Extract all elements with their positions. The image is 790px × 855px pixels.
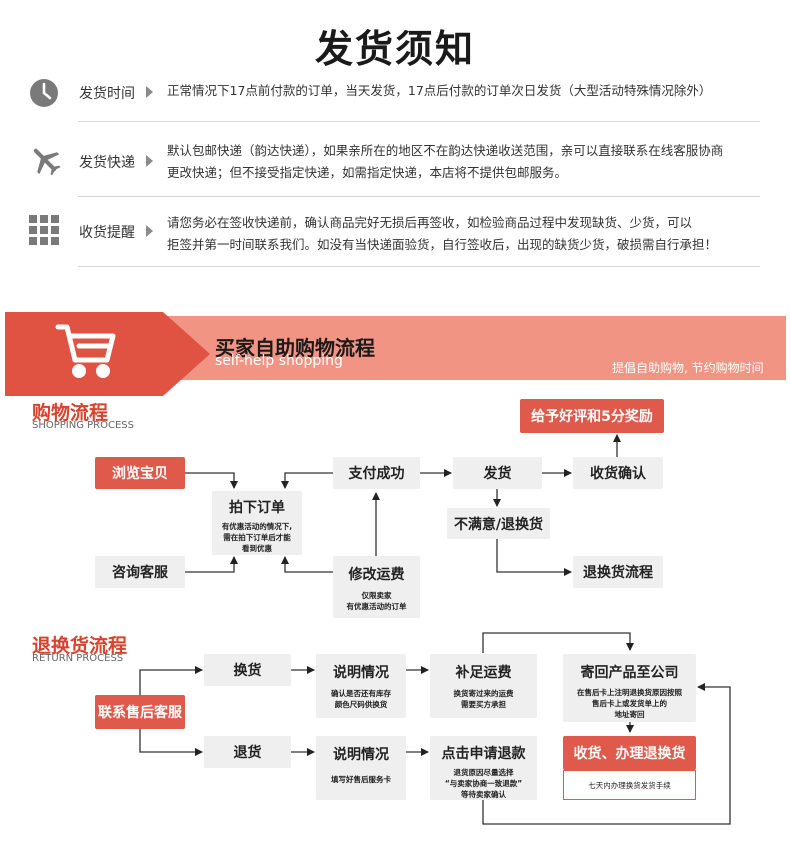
node-exchange: 换货 bbox=[204, 654, 291, 686]
node-send-back-note: 在售后卡上注明退换货原因按照 售后卡上或发货单上的 地址寄回 bbox=[577, 687, 682, 720]
node-modify-shipping-note: 仅限卖家 有优惠活动的订单 bbox=[347, 590, 407, 612]
page-title: 发货须知 bbox=[314, 27, 475, 71]
chevron-right-icon bbox=[146, 155, 153, 167]
node-explain-label: 说明情况 bbox=[333, 665, 389, 681]
node-place-order: 拍下订单 有优惠活动的情况下, 需在拍下订单后才能 看到优惠 bbox=[212, 491, 302, 555]
divider bbox=[78, 121, 760, 122]
node-explain-note: 填写好售后服务卡 bbox=[331, 774, 391, 785]
node-supplement-shipping: 补足运费 换货寄过来的运费 需要买方承担 bbox=[430, 654, 537, 718]
node-explain-refund: 说明情况 填写好售后服务卡 bbox=[316, 736, 406, 800]
row-label-courier: 发货快递 bbox=[79, 155, 135, 171]
node-explain-note: 确认是否还有库存 颜色尺码供换货 bbox=[331, 688, 391, 710]
note-line: 填写好售后服务卡 bbox=[331, 775, 391, 784]
clock-icon bbox=[29, 78, 59, 108]
node-explain-exchange: 说明情况 确认是否还有库存 颜色尺码供换货 bbox=[316, 654, 406, 718]
note-line: 有优惠活动的情况下, bbox=[221, 522, 293, 531]
node-supplement-note: 换货寄过来的运费 需要买方承担 bbox=[454, 688, 514, 710]
note-line: 七天内办理换货发货手续 bbox=[588, 780, 671, 790]
note-line: 换货寄过来的运费 bbox=[453, 689, 514, 698]
node-refund: 退货 bbox=[204, 736, 291, 768]
node-reward: 给予好评和5分奖励 bbox=[520, 399, 664, 433]
note-line: 颜色尺码供换货 bbox=[334, 700, 388, 709]
node-modify-shipping: 修改运费 仅限卖家 有优惠活动的订单 bbox=[333, 556, 420, 618]
airplane-icon bbox=[28, 143, 62, 177]
node-confirm-receipt: 收货确认 bbox=[573, 457, 663, 489]
node-place-order-label: 拍下订单 bbox=[229, 500, 285, 516]
node-payment-success: 支付成功 bbox=[333, 457, 420, 489]
node-process-return: 收货、办理退换货 bbox=[563, 736, 696, 770]
node-modify-shipping-label: 修改运费 bbox=[348, 567, 405, 583]
note-line: 需要买方承担 bbox=[461, 700, 506, 709]
note-line: 看到优惠 bbox=[241, 544, 272, 553]
grid-icon bbox=[29, 215, 59, 245]
return-process-title: 退换货流程 bbox=[32, 635, 128, 657]
node-explain-label: 说明情况 bbox=[333, 747, 389, 763]
note-line: 售后卡上或发货单上的 bbox=[592, 699, 667, 708]
divider bbox=[78, 196, 760, 197]
row-text-receipt-1: 请您务必在签收快递前，确认商品完好无损后再签收，如检验商品过程中发现缺货、少货，… bbox=[167, 215, 693, 230]
row-text-courier-2: 更改快递；但不接受指定快递，如需指定快递，本店将不提供包邮服务。 bbox=[167, 165, 568, 180]
note-line: 需在拍下订单后才能 bbox=[223, 533, 291, 542]
node-supplement-label: 补足运费 bbox=[455, 665, 512, 681]
node-send-back-label: 寄回产品至公司 bbox=[580, 665, 679, 681]
banner-background bbox=[160, 316, 786, 380]
divider bbox=[78, 266, 760, 267]
node-apply-note: 退货原因尽量选择 “与卖家协商一致退款” 等待卖家确认 bbox=[445, 767, 522, 800]
node-place-order-note: 有优惠活动的情况下, 需在拍下订单后才能 看到优惠 bbox=[222, 521, 292, 554]
note-line: 地址寄回 bbox=[614, 710, 645, 719]
node-apply-label: 点击申请退款 bbox=[441, 746, 526, 762]
note-line: 仅限卖家 bbox=[361, 591, 392, 600]
banner-title: 买家自助购物流程 bbox=[215, 336, 375, 360]
note-line: “与卖家协商一致退款” bbox=[444, 779, 523, 788]
chevron-right-icon bbox=[146, 86, 153, 98]
node-unsatisfied: 不满意/退换货 bbox=[447, 508, 550, 539]
banner-subtitle: self-help shopping bbox=[215, 353, 343, 369]
row-text-courier-1: 默认包邮快递（韵达快递），如果亲所在的地区不在韵达快递收送范围，亲可以直接联系在… bbox=[167, 143, 724, 158]
node-ship: 发货 bbox=[453, 457, 542, 489]
return-process-subtitle: RETURN PROCESS bbox=[32, 653, 124, 664]
node-return-process: 退换货流程 bbox=[573, 556, 663, 588]
node-consult: 咨询客服 bbox=[95, 556, 185, 588]
row-label-ship-time: 发货时间 bbox=[79, 86, 135, 102]
shopping-process-subtitle: SHOPPING PROCESS bbox=[32, 420, 135, 431]
banner-note: 提倡自助购物, 节约购物时间 bbox=[612, 361, 764, 375]
note-line: 确认是否还有库存 bbox=[331, 689, 391, 698]
note-line: 有优惠活动的订单 bbox=[346, 602, 407, 611]
row-label-receipt: 收货提醒 bbox=[79, 225, 135, 241]
note-line: 在售后卡上注明退换货原因按照 bbox=[577, 688, 682, 697]
node-apply-refund: 点击申请退款 退货原因尽量选择 “与卖家协商一致退款” 等待卖家确认 bbox=[430, 736, 537, 800]
node-browse: 浏览宝贝 bbox=[95, 457, 185, 489]
shopping-cart-icon bbox=[55, 322, 117, 380]
node-contact-support: 联系售后客服 bbox=[95, 695, 185, 729]
row-text-ship-time: 正常情况下17点前付款的订单，当天发货，17点后付款的订单次日发货（大型活动特殊… bbox=[167, 83, 712, 98]
chevron-right-icon bbox=[146, 225, 153, 237]
row-text-receipt-2: 拒签并第一时间联系我们。如没有当快递面验货，自行签收后，出现的缺货少货，破损需自… bbox=[167, 237, 718, 252]
shopping-process-title: 购物流程 bbox=[32, 402, 109, 424]
node-process-return-note: 七天内办理换货发货手续 bbox=[563, 770, 696, 800]
node-send-back: 寄回产品至公司 在售后卡上注明退换货原因按照 售后卡上或发货单上的 地址寄回 bbox=[563, 654, 696, 722]
note-line: 等待卖家确认 bbox=[460, 790, 506, 799]
note-line: 退货原因尽量选择 bbox=[453, 768, 514, 777]
